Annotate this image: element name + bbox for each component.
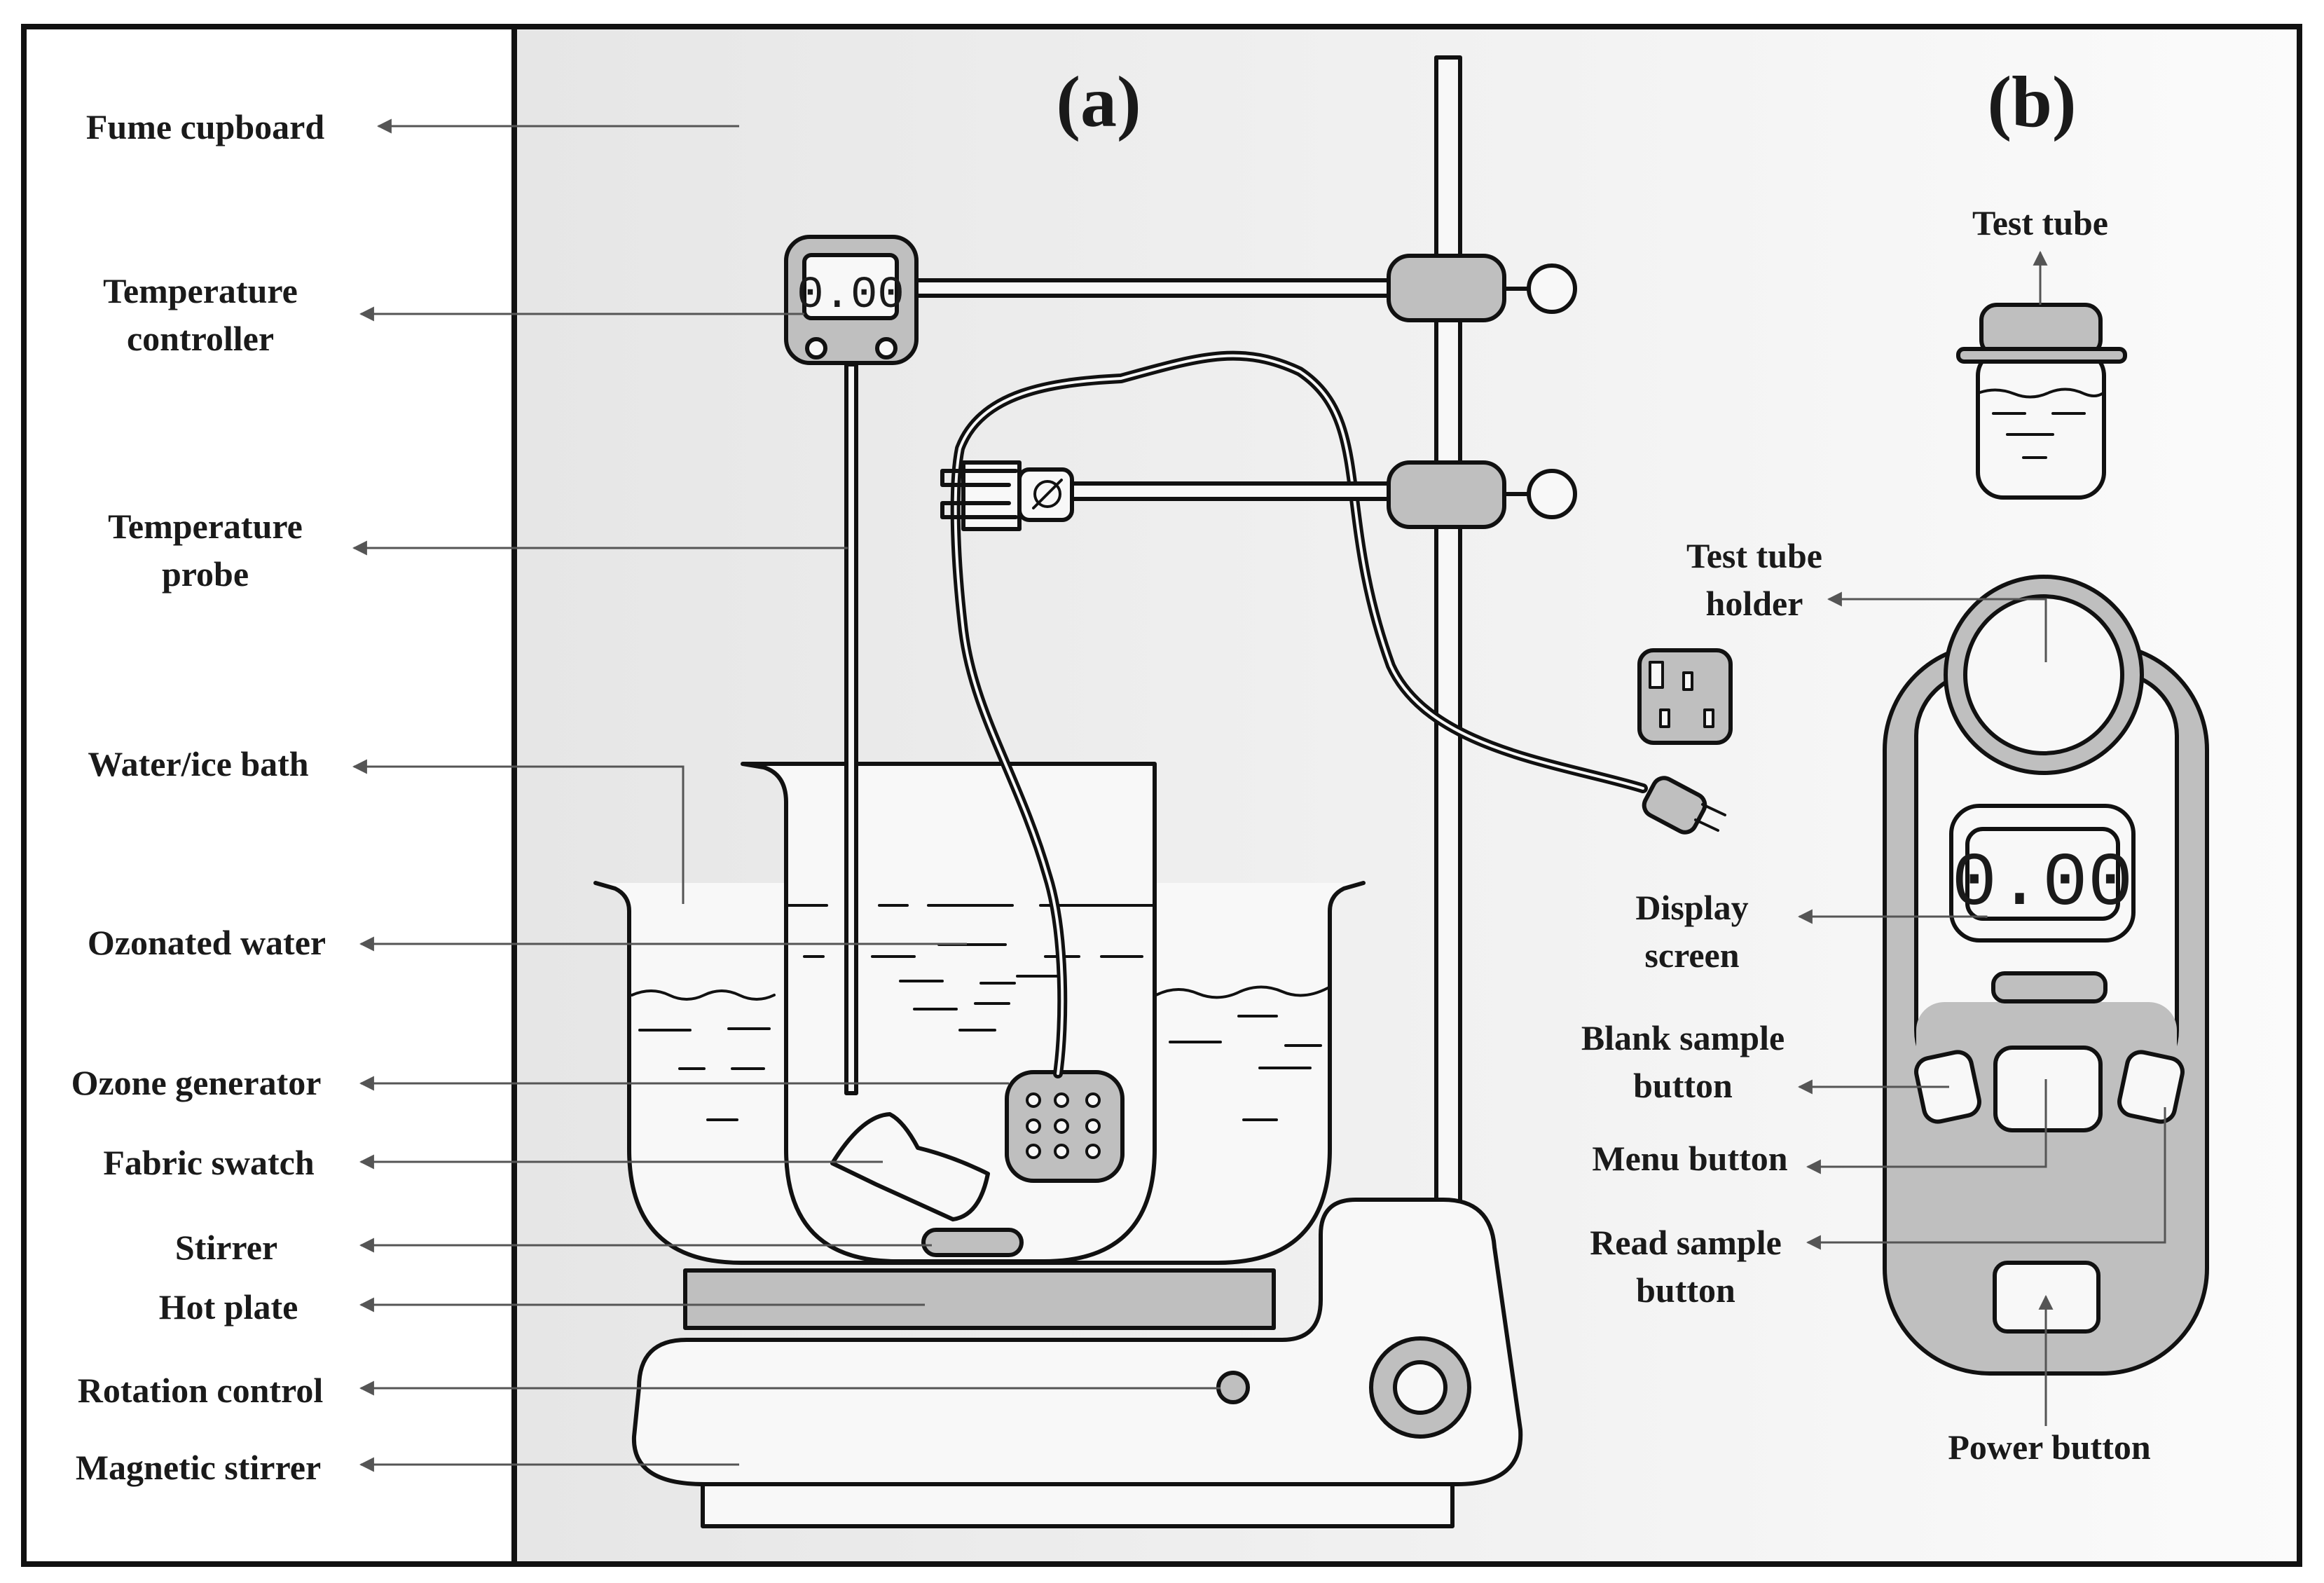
- hotplate-label-line-1: Hot plate: [159, 1287, 298, 1327]
- panel-a-labels: Fume cupboardTemperaturecontrollerTemper…: [71, 107, 1221, 1487]
- menu-button: [1993, 1046, 2103, 1132]
- holder-leader-line: [1827, 591, 2047, 662]
- panel-a-title: (a): [1056, 62, 1141, 142]
- water-bath-ripples: [638, 1015, 1322, 1121]
- ozone-generator-cable-core: [954, 354, 1644, 1075]
- power-label-line-1: Power button: [1948, 1427, 2151, 1467]
- stirrer-bar: [921, 1228, 1024, 1257]
- upper-clamp-knob: [1527, 263, 1577, 314]
- read-label-line-1: Read sample: [1590, 1223, 1782, 1262]
- meter-indicator-bar: [1991, 971, 2108, 1003]
- tctrl-label-line-2: controller: [127, 319, 274, 358]
- read-label-line-2: button: [1636, 1270, 1735, 1310]
- tctrl-label-line-1: Temperature: [103, 271, 298, 310]
- panel-a-apparatus: [593, 55, 1733, 1528]
- menu-leader-line: [1806, 1079, 2047, 1174]
- bath-label-line-1: Water/ice bath: [88, 744, 308, 783]
- rotation-control-knob: [1216, 1371, 1250, 1404]
- power-plug: [1642, 776, 1707, 835]
- ozwater-label-line-1: Ozonated water: [88, 923, 326, 962]
- test-tube-liquid-surface: [1979, 388, 2103, 399]
- blank-label-line-2: button: [1633, 1066, 1733, 1105]
- tprobe-label-line-2: probe: [162, 554, 249, 594]
- retort-stand-rod: [1434, 55, 1462, 1209]
- hot-plate: [683, 1268, 1276, 1330]
- display-label-line-2: screen: [1644, 936, 1739, 975]
- ozone-generator-holes: [1026, 1092, 1101, 1159]
- temperature-controller-readout: 0.00: [797, 270, 905, 321]
- display-label-line-1: Display: [1635, 888, 1748, 927]
- test-tube-holder-opening: [1963, 594, 2124, 755]
- outer-frame: [21, 24, 2302, 1567]
- menu-label-line-1: Menu button: [1592, 1139, 1787, 1178]
- upper-boss-head: [1387, 254, 1506, 322]
- magstir-label-line-1: Magnetic stirrer: [76, 1448, 321, 1487]
- bath-leader-line: [352, 759, 685, 904]
- testtube-label-line-1: Test tube: [1972, 203, 2108, 242]
- tprobe-label-line-1: Temperature: [108, 507, 303, 546]
- temperature-probe: [844, 362, 858, 1095]
- meter-panel-lower-edge: [1914, 1000, 2179, 1011]
- cable-clamp-jaws: [940, 469, 1018, 519]
- magnetic-stirrer-base: [701, 1482, 1455, 1528]
- stirrer-dial-inner: [1393, 1360, 1448, 1415]
- holder-label-line-2: holder: [1706, 584, 1803, 623]
- blank-label-line-1: Blank sample: [1581, 1018, 1785, 1057]
- test-tube-rim: [1956, 347, 2127, 364]
- water-bath-waterline-left: [631, 989, 776, 1001]
- temperature-controller-button-right: [875, 337, 898, 359]
- upper-clamp-arm: [912, 278, 1403, 298]
- stirrer-label-line-1: Stirrer: [175, 1228, 277, 1267]
- lower-clamp-arm: [1049, 481, 1403, 501]
- lower-clamp-knob: [1527, 469, 1577, 519]
- panel-b-title: (b): [1987, 62, 2076, 142]
- ozgen-label-line-1: Ozone generator: [71, 1063, 322, 1102]
- test-tube-body: [1976, 348, 2106, 500]
- panel-b-apparatus: [1883, 303, 2209, 1376]
- ozonated-water-ripples: [803, 943, 1143, 1032]
- water-bath-waterline-right: [1155, 985, 1329, 999]
- fume-label-line-1: Fume cupboard: [86, 107, 325, 146]
- read-leader-line: [1806, 1107, 2166, 1250]
- test-tube-ripples: [1992, 412, 2086, 459]
- meter-display-readout: 0.00: [1951, 842, 2133, 927]
- rotation-label-line-1: Rotation control: [78, 1371, 324, 1410]
- swatch-label-line-1: Fabric swatch: [103, 1143, 315, 1182]
- lower-boss-head: [1387, 460, 1506, 529]
- temperature-controller-button-left: [805, 337, 827, 359]
- read-sample-button: [2117, 1050, 2185, 1124]
- holder-label-line-1: Test tube: [1686, 536, 1822, 575]
- fabric-swatch: [830, 1112, 990, 1221]
- label-column-background: [24, 27, 514, 1564]
- temperature-controller-screen: [802, 253, 899, 320]
- meter-display-screen: [1965, 827, 2120, 921]
- display-leader-line: [1797, 909, 1988, 924]
- magnetic-stirrer-body: [631, 1198, 1523, 1486]
